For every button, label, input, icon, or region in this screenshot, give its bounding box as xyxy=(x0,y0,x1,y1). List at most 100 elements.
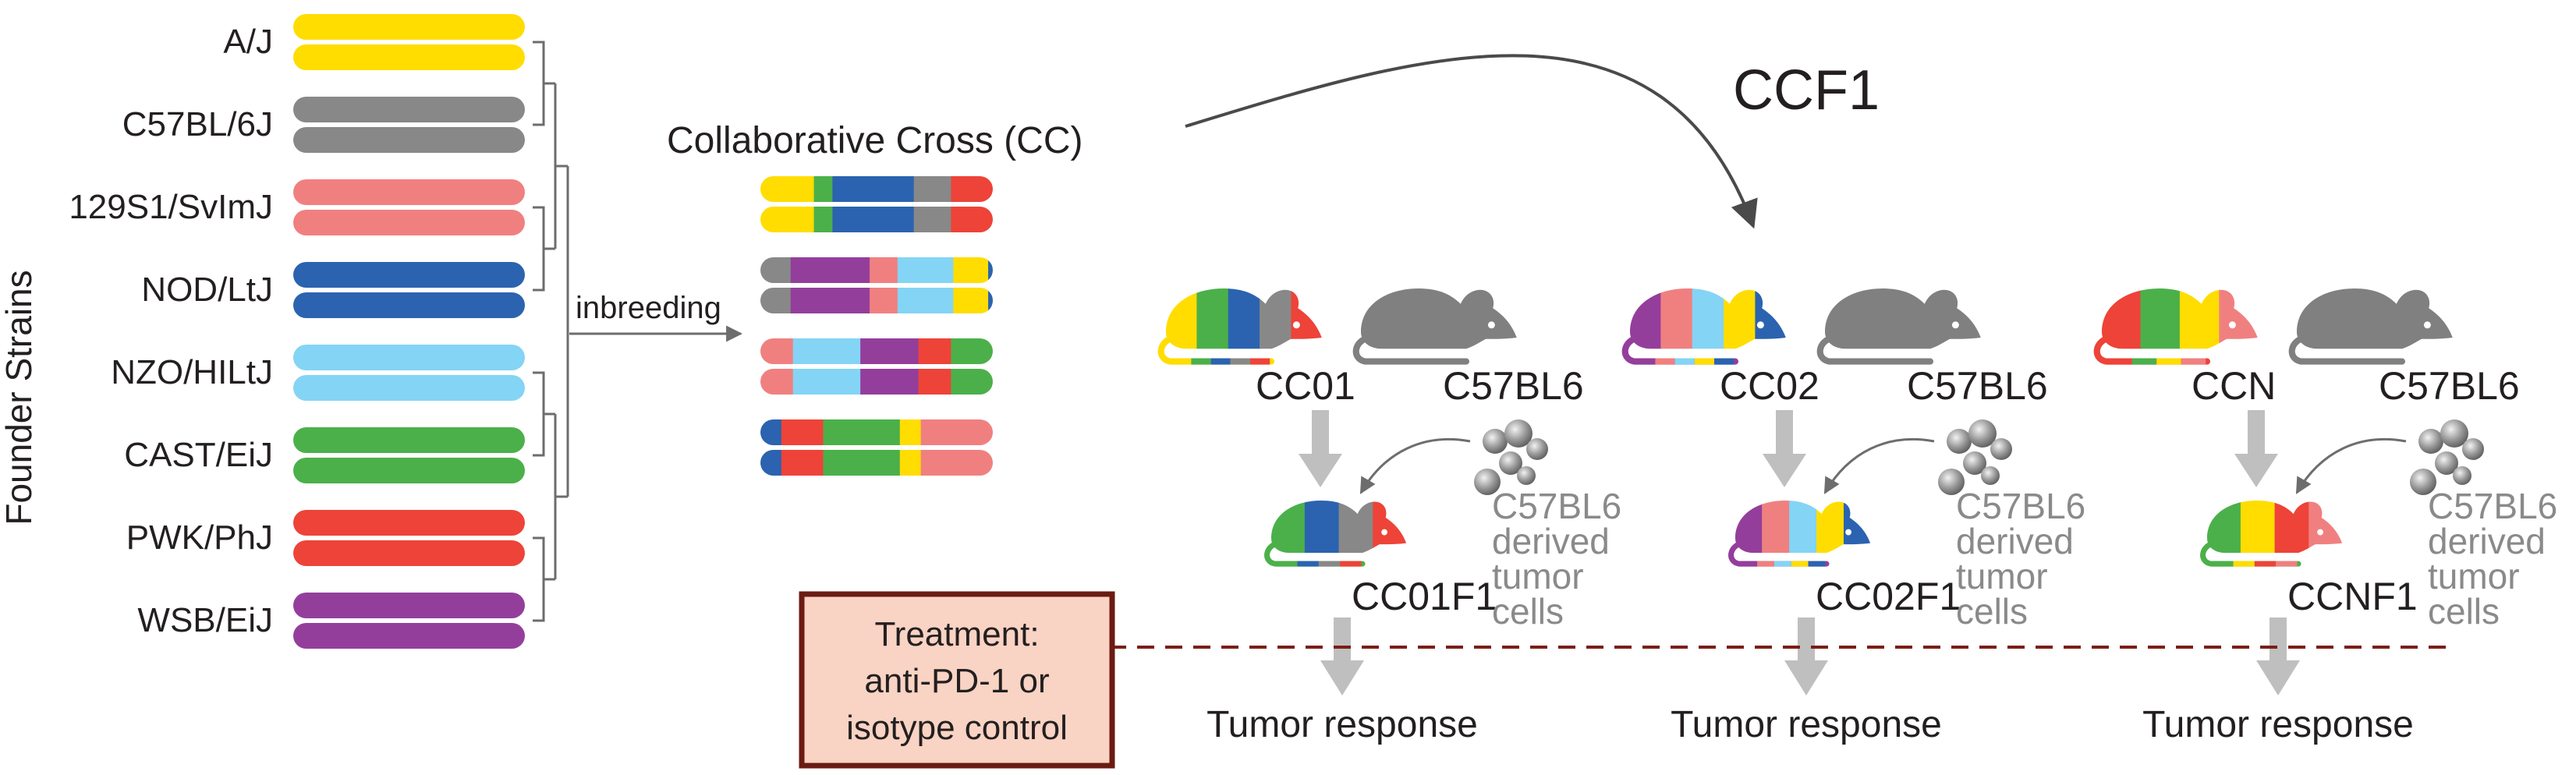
body-stripe xyxy=(1724,288,1757,349)
mouse-eye xyxy=(1845,529,1851,536)
body-stripe xyxy=(1660,288,1694,349)
chromosome-bar xyxy=(293,427,525,453)
down-arrow-head xyxy=(1784,660,1828,695)
body-stripe xyxy=(1630,288,1663,349)
cc-lines xyxy=(760,176,993,476)
chromosome-segment xyxy=(813,207,833,232)
tumor-cell xyxy=(1990,438,2012,460)
tumor-cells-icon xyxy=(1938,419,2012,495)
chromosome-segment xyxy=(951,369,993,395)
tumor-cell xyxy=(2410,469,2436,495)
chromosome-segment xyxy=(860,369,919,395)
chromosome-segment xyxy=(897,288,954,313)
chromosome-segment xyxy=(760,176,815,202)
chromosome-segment xyxy=(918,369,951,395)
chromosome-segment xyxy=(832,176,915,202)
down-arrow-head xyxy=(2256,660,2300,695)
chromosome-segment xyxy=(953,288,989,313)
chromosome-segment xyxy=(760,369,794,395)
chromosome-bar xyxy=(293,210,525,235)
body-stripe xyxy=(2102,288,2142,349)
treatment-line-3: isotype control xyxy=(846,709,1068,747)
chromosome-segment xyxy=(790,288,870,313)
founder-strain: C57BL/6J xyxy=(122,97,525,153)
chromosome-segment xyxy=(760,450,782,476)
partner-mouse xyxy=(1352,288,1517,365)
mouse-eye xyxy=(2423,321,2431,329)
chromosome-segment xyxy=(920,419,993,445)
f1-label: CC01F1 xyxy=(1352,575,1497,618)
chromosome-segment xyxy=(988,288,993,313)
chromosome-bar xyxy=(293,292,525,318)
chromosome-segment xyxy=(870,288,898,313)
chromosome-bar xyxy=(293,540,525,566)
chromosome-segment xyxy=(813,176,833,202)
f1-mouse xyxy=(1728,501,1871,567)
body-stripe xyxy=(1338,501,1374,554)
cc-line xyxy=(760,176,993,232)
founder-strain: NZO/HILtJ xyxy=(111,345,525,401)
founder-strains-axis-label: Founder Strains xyxy=(0,270,39,525)
body-stripe xyxy=(1735,501,1763,554)
chromosome-segment xyxy=(860,338,919,364)
mouse-eye xyxy=(2228,321,2236,329)
chromosome-segment xyxy=(870,257,898,283)
body-stripe xyxy=(1260,288,1293,349)
chromosome-segment xyxy=(760,338,794,364)
treatment-line-1: Treatment: xyxy=(874,615,1039,653)
chromosome-segment xyxy=(760,207,815,232)
mouse-eye xyxy=(1487,321,1495,329)
tumor-cells-label: C57BL6 xyxy=(1492,486,1621,526)
partner-strain-label: C57BL6 xyxy=(2379,364,2520,408)
f1-mouse xyxy=(1264,501,1407,567)
founder-strain-label: WSB/EiJ xyxy=(137,601,273,639)
tumor-cells-label: derived xyxy=(2428,521,2546,561)
chromosome-bar xyxy=(293,458,525,483)
founder-strains: A/J C57BL/6J 129S1/SvImJ NOD/LtJ NZO/HILtJ CA… xyxy=(69,14,525,649)
inbreeding-label: inbreeding xyxy=(576,291,721,325)
partner-mouse xyxy=(2288,288,2453,365)
down-arrow-head xyxy=(1320,660,1364,695)
body-stripe xyxy=(1166,288,1199,349)
cc-chromosome xyxy=(760,450,993,476)
mouse-eye xyxy=(1756,321,1764,329)
tumor-cell xyxy=(1938,469,1965,495)
down-arrow-head xyxy=(1763,454,1806,487)
tumor-cell xyxy=(2418,429,2443,454)
partner-mouse xyxy=(1816,288,1981,365)
chromosome-segment xyxy=(760,257,792,283)
tumor-cells-label: tumor xyxy=(1492,556,1584,596)
chromosome-segment xyxy=(823,450,901,476)
founder-strain-label: NOD/LtJ xyxy=(141,271,273,309)
founder-strain: 129S1/SvImJ xyxy=(69,179,525,235)
f1-label: CC02F1 xyxy=(1816,575,1961,618)
body-stripe xyxy=(2179,288,2221,349)
body-stripe xyxy=(1762,501,1791,554)
chromosome-bar xyxy=(293,179,525,205)
tumor-cell xyxy=(2435,451,2458,475)
treatment-line-2: anti-PD-1 or xyxy=(864,662,1049,700)
chromosome-bar xyxy=(293,593,525,618)
chromosome-segment xyxy=(913,176,951,202)
chromosome-bar xyxy=(293,127,525,153)
tumor-cells-label: derived xyxy=(1956,521,2074,561)
tumor-injection-arrow xyxy=(2295,437,2407,494)
f1-label: CCNF1 xyxy=(2287,575,2418,618)
founder-strain-label: A/J xyxy=(223,23,273,61)
body-stripe xyxy=(1789,501,1818,554)
cc-line xyxy=(760,419,993,476)
body-stripe xyxy=(1196,288,1230,349)
founder-strain-label: CAST/EiJ xyxy=(124,436,273,474)
founder-strain-label: NZO/HILtJ xyxy=(111,353,273,391)
chromosome-segment xyxy=(988,257,993,283)
cc-mouse xyxy=(1621,288,1786,365)
chromosome-segment xyxy=(951,176,993,202)
mouse-eye xyxy=(1292,321,1300,329)
tumor-response-label: Tumor response xyxy=(2142,704,2414,745)
ccf1-curved-arrow xyxy=(1185,54,1758,229)
tumor-injection-arrow xyxy=(1823,437,1935,494)
chromosome-segment xyxy=(913,207,951,232)
